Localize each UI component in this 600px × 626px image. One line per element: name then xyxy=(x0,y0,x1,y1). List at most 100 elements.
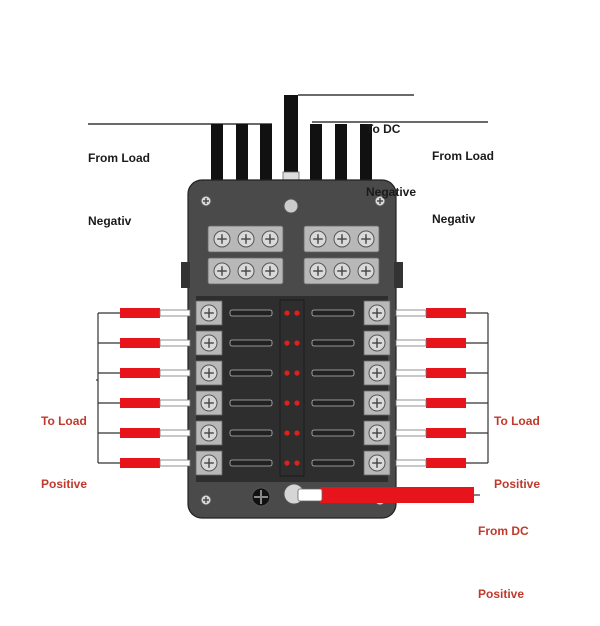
blade-fuse-right xyxy=(311,309,355,317)
label-line-2: Positive xyxy=(478,587,525,601)
blade-fuse-right xyxy=(311,339,355,347)
terminal-screw xyxy=(357,230,375,248)
label-line-1: From DC xyxy=(478,524,529,538)
fuse-block-diagram xyxy=(88,94,489,519)
positive-wire xyxy=(426,458,466,468)
terminal-screw xyxy=(261,230,279,248)
load-positive-wires-left xyxy=(96,308,191,468)
label-line-1: To DC xyxy=(366,122,401,136)
terminal-screw xyxy=(309,262,327,280)
terminal-screw xyxy=(200,334,218,352)
wire-terminal-lug xyxy=(159,399,191,407)
terminal-screw xyxy=(200,304,218,322)
label-line-2: Negativ xyxy=(432,212,476,226)
wire-terminal-lug xyxy=(395,339,427,347)
label-line-1: From Load xyxy=(88,151,150,165)
blade-fuse-left xyxy=(229,339,273,347)
wire-terminal-lug xyxy=(395,399,427,407)
load-positive-wires-right xyxy=(395,308,489,468)
led-indicator xyxy=(294,370,300,376)
dc-positive-cable xyxy=(320,487,474,503)
led-indicator xyxy=(294,400,300,406)
wire-terminal-lug xyxy=(159,369,191,377)
side-tab-right xyxy=(394,262,403,288)
label-line-2: Negative xyxy=(366,185,417,199)
label-from-dc-positive: From DC Positive xyxy=(478,479,529,626)
label-line-2: Negativ xyxy=(88,214,132,228)
blade-fuse-left xyxy=(229,399,273,407)
side-tab-left xyxy=(181,262,190,288)
positive-wire xyxy=(426,308,466,318)
fuse-block-housing xyxy=(181,179,403,519)
terminal-screw xyxy=(200,364,218,382)
terminal-screw xyxy=(333,262,351,280)
terminal-screw xyxy=(213,262,231,280)
led-indicator xyxy=(294,430,300,436)
terminal-screw xyxy=(309,230,327,248)
terminal-screw xyxy=(200,394,218,412)
blade-fuse-right xyxy=(311,429,355,437)
terminal-screw xyxy=(200,494,212,506)
terminal-screw xyxy=(368,364,386,382)
terminal-screw xyxy=(368,304,386,322)
terminal-screw xyxy=(333,230,351,248)
fuse-row xyxy=(195,390,391,416)
blade-fuse-right xyxy=(311,399,355,407)
positive-wire xyxy=(120,428,160,438)
positive-wire xyxy=(120,308,160,318)
blade-fuse-left xyxy=(229,459,273,467)
ground-screw xyxy=(251,487,271,507)
terminal-screw xyxy=(200,195,212,207)
terminal-screw xyxy=(357,262,375,280)
terminal-screw xyxy=(261,262,279,280)
terminal-screw xyxy=(368,424,386,442)
led-indicator xyxy=(284,370,290,376)
fuse-row xyxy=(195,420,391,446)
positive-wire xyxy=(120,368,160,378)
terminal-screw xyxy=(237,262,255,280)
wire-terminal-lug xyxy=(159,459,191,467)
positive-wire xyxy=(120,338,160,348)
blade-fuse-right xyxy=(311,459,355,467)
label-line-1: To Load xyxy=(494,414,540,428)
dc-positive-lug xyxy=(297,488,323,502)
wire-terminal-lug xyxy=(395,459,427,467)
led-indicator xyxy=(284,430,290,436)
wire-terminal-lug xyxy=(395,309,427,317)
label-to-load-positive-right: To Load Positive xyxy=(494,369,540,516)
terminal-screw xyxy=(200,424,218,442)
fuse-row xyxy=(195,450,391,476)
blade-fuse-left xyxy=(229,309,273,317)
wire-terminal-lug xyxy=(159,339,191,347)
label-line-1: To Load xyxy=(41,414,87,428)
led-indicator xyxy=(294,460,300,466)
positive-wire xyxy=(426,368,466,378)
led-indicator xyxy=(294,340,300,346)
positive-wire xyxy=(120,458,160,468)
terminal-screw xyxy=(368,394,386,412)
positive-wire xyxy=(426,428,466,438)
wire-terminal-lug xyxy=(159,429,191,437)
wire-terminal-lug xyxy=(159,309,191,317)
fuse-row xyxy=(195,300,391,326)
led-indicator xyxy=(284,400,290,406)
positive-wire xyxy=(426,338,466,348)
led-strip xyxy=(279,299,305,477)
positive-wires xyxy=(96,308,489,503)
fuse-panel xyxy=(196,296,388,482)
terminal-screw xyxy=(374,195,386,207)
terminal-screw xyxy=(368,454,386,472)
led-indicator xyxy=(294,310,300,316)
fuse-row xyxy=(195,330,391,356)
wire-terminal-lug xyxy=(395,369,427,377)
label-from-load-negative-left: From Load Negativ xyxy=(88,106,150,253)
fuse-row xyxy=(195,360,391,386)
terminal-screw xyxy=(368,334,386,352)
terminal-screw xyxy=(213,230,231,248)
label-from-load-negative-right: From Load Negativ xyxy=(432,104,494,251)
blade-fuse-right xyxy=(311,369,355,377)
blade-fuse-left xyxy=(229,429,273,437)
wire-terminal-lug xyxy=(395,429,427,437)
positive-wire xyxy=(120,398,160,408)
label-to-load-positive-left: To Load Positive xyxy=(41,369,87,516)
